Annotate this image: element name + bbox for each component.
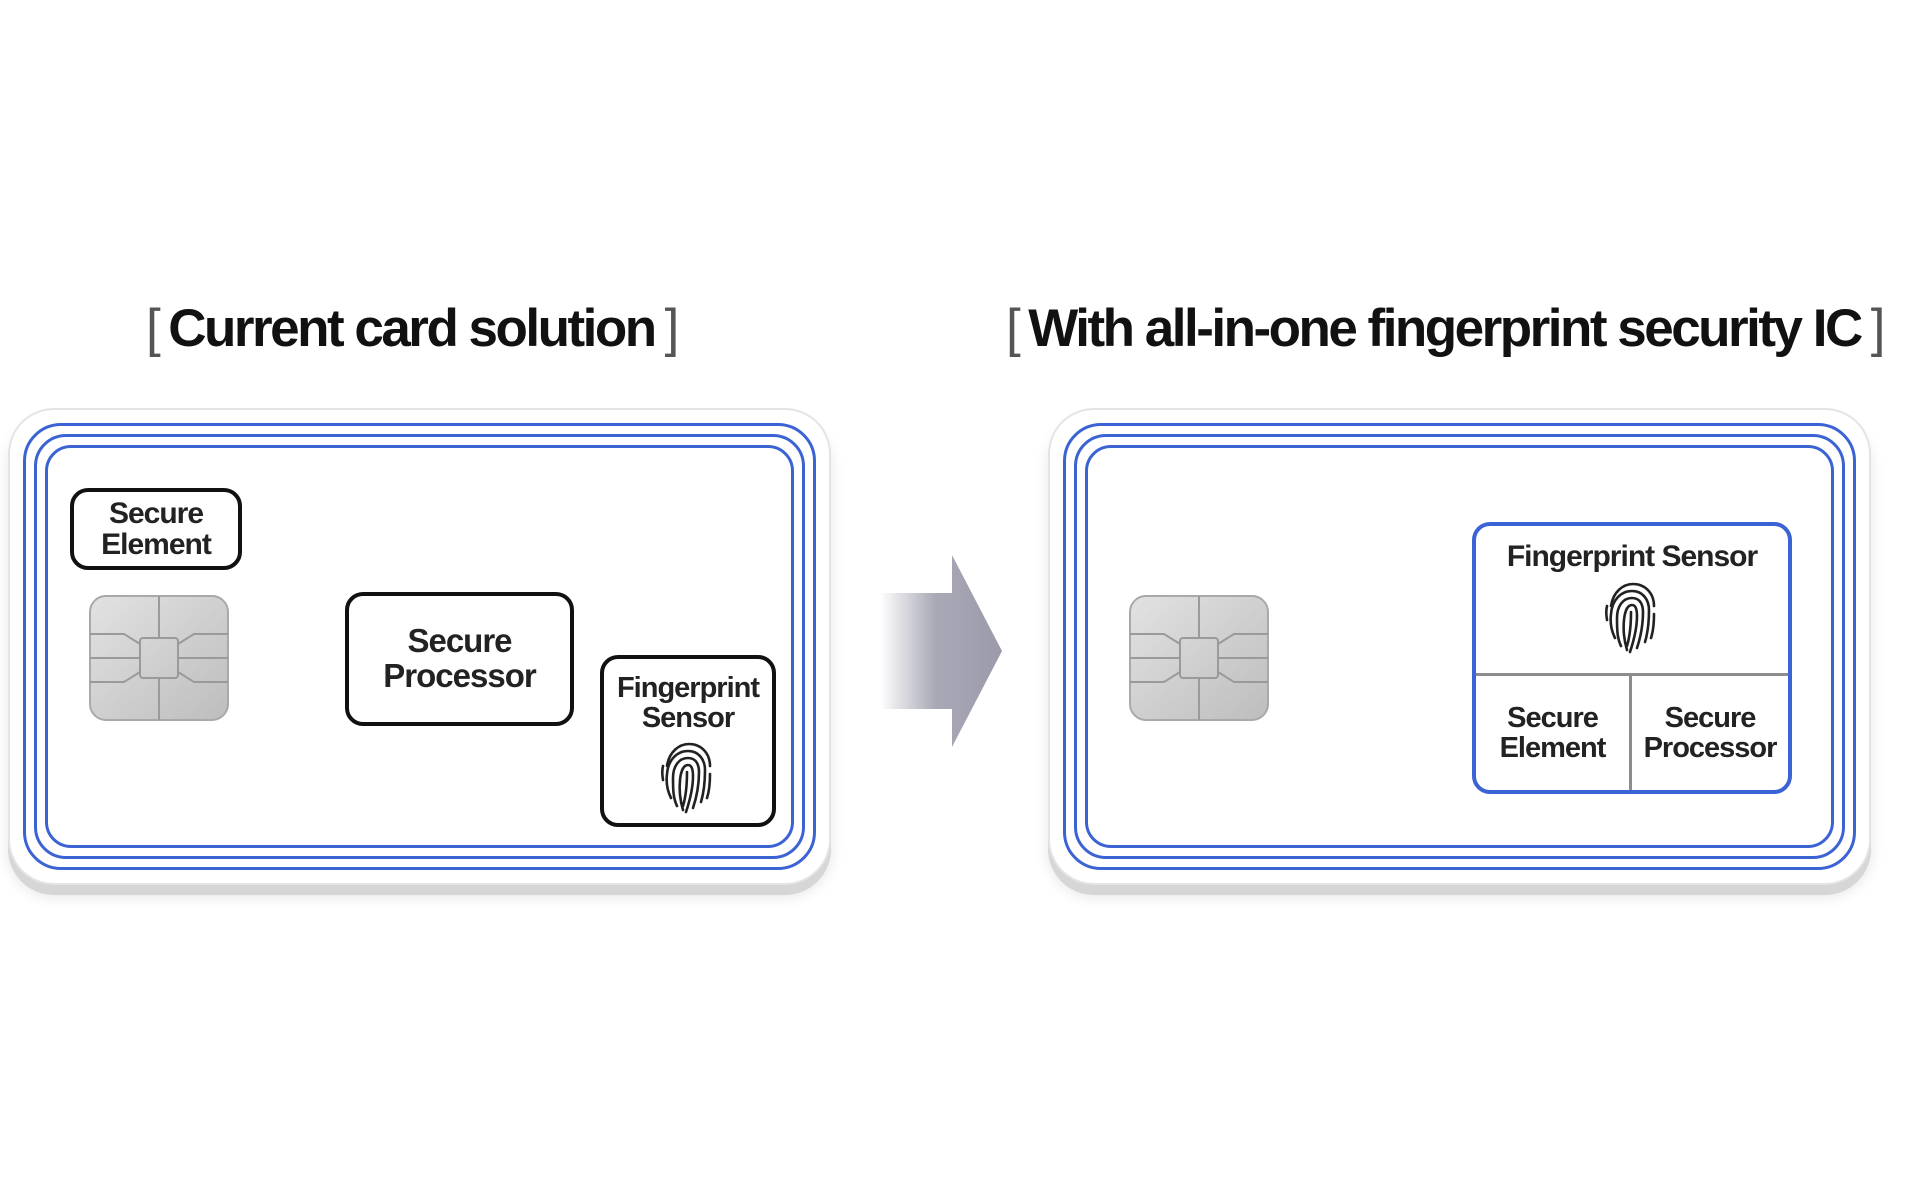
antenna-ring-middle (1074, 434, 1845, 859)
antenna-ring-inner (1085, 445, 1834, 848)
secure-element-label-line1: Secure (108, 496, 204, 530)
fingerprint-security-ic-module: Fingerprint Sensor Secure Element (1472, 522, 1792, 794)
title-bracket-open: [ (1006, 299, 1021, 358)
antenna-ring-inner (45, 445, 794, 848)
title-bracket-close: ] (1870, 299, 1886, 358)
title-text: Current card solution (168, 299, 657, 358)
fingerprint-sensor-label-line1: Fingerprint (616, 672, 760, 704)
antenna-ring-outer (1063, 423, 1856, 870)
secure-processor-label-line2: Processor (1643, 732, 1778, 764)
current-card: Secure Element Secure Processor Fingerpr… (8, 408, 831, 885)
secure-element-box: Secure Element (70, 488, 242, 570)
all-in-one-card: Fingerprint Sensor Secure Element (1048, 408, 1871, 885)
fingerprint-sensor-label: Fingerprint Sensor (1506, 540, 1758, 573)
secure-processor-box: Secure Processor (345, 592, 574, 726)
secure-processor-label-line1: Secure (407, 622, 512, 660)
fingerprint-icon (1604, 582, 1656, 654)
secure-element-label-line2: Element (1499, 732, 1607, 764)
chip-icon (89, 595, 229, 721)
secure-element-label-line1: Secure (1507, 701, 1599, 734)
fingerprint-icon-wrap (1603, 580, 1661, 659)
antenna-ring-outer (23, 423, 816, 870)
secure-processor-label-line1: Secure (1664, 701, 1757, 734)
current-card-solution-title: [Current card solution] (136, 298, 687, 359)
all-in-one-ic-title: [With all-in-one fingerprint security IC… (996, 298, 1893, 359)
fingerprint-icon-wrap (659, 740, 717, 820)
secure-processor-cell: Secure Processor (1632, 676, 1788, 790)
fingerprint-sensor-cell: Fingerprint Sensor (1476, 526, 1788, 676)
title-text: With all-in-one fingerprint security IC (1028, 299, 1863, 358)
title-bracket-close: ] (664, 299, 680, 358)
secure-processor-label-line2: Processor (383, 657, 536, 694)
chip-icon (1129, 595, 1269, 721)
title-bracket-open: [ (146, 299, 161, 358)
fingerprint-sensor-box: Fingerprint Sensor (600, 655, 776, 827)
secure-element-cell: Secure Element (1476, 676, 1632, 790)
antenna-ring-middle (34, 434, 805, 859)
secure-element-label-line2: Element (101, 528, 212, 561)
fingerprint-icon (660, 742, 712, 814)
fingerprint-sensor-label-line2: Sensor (641, 702, 735, 735)
arrow-right-icon (880, 555, 1002, 747)
